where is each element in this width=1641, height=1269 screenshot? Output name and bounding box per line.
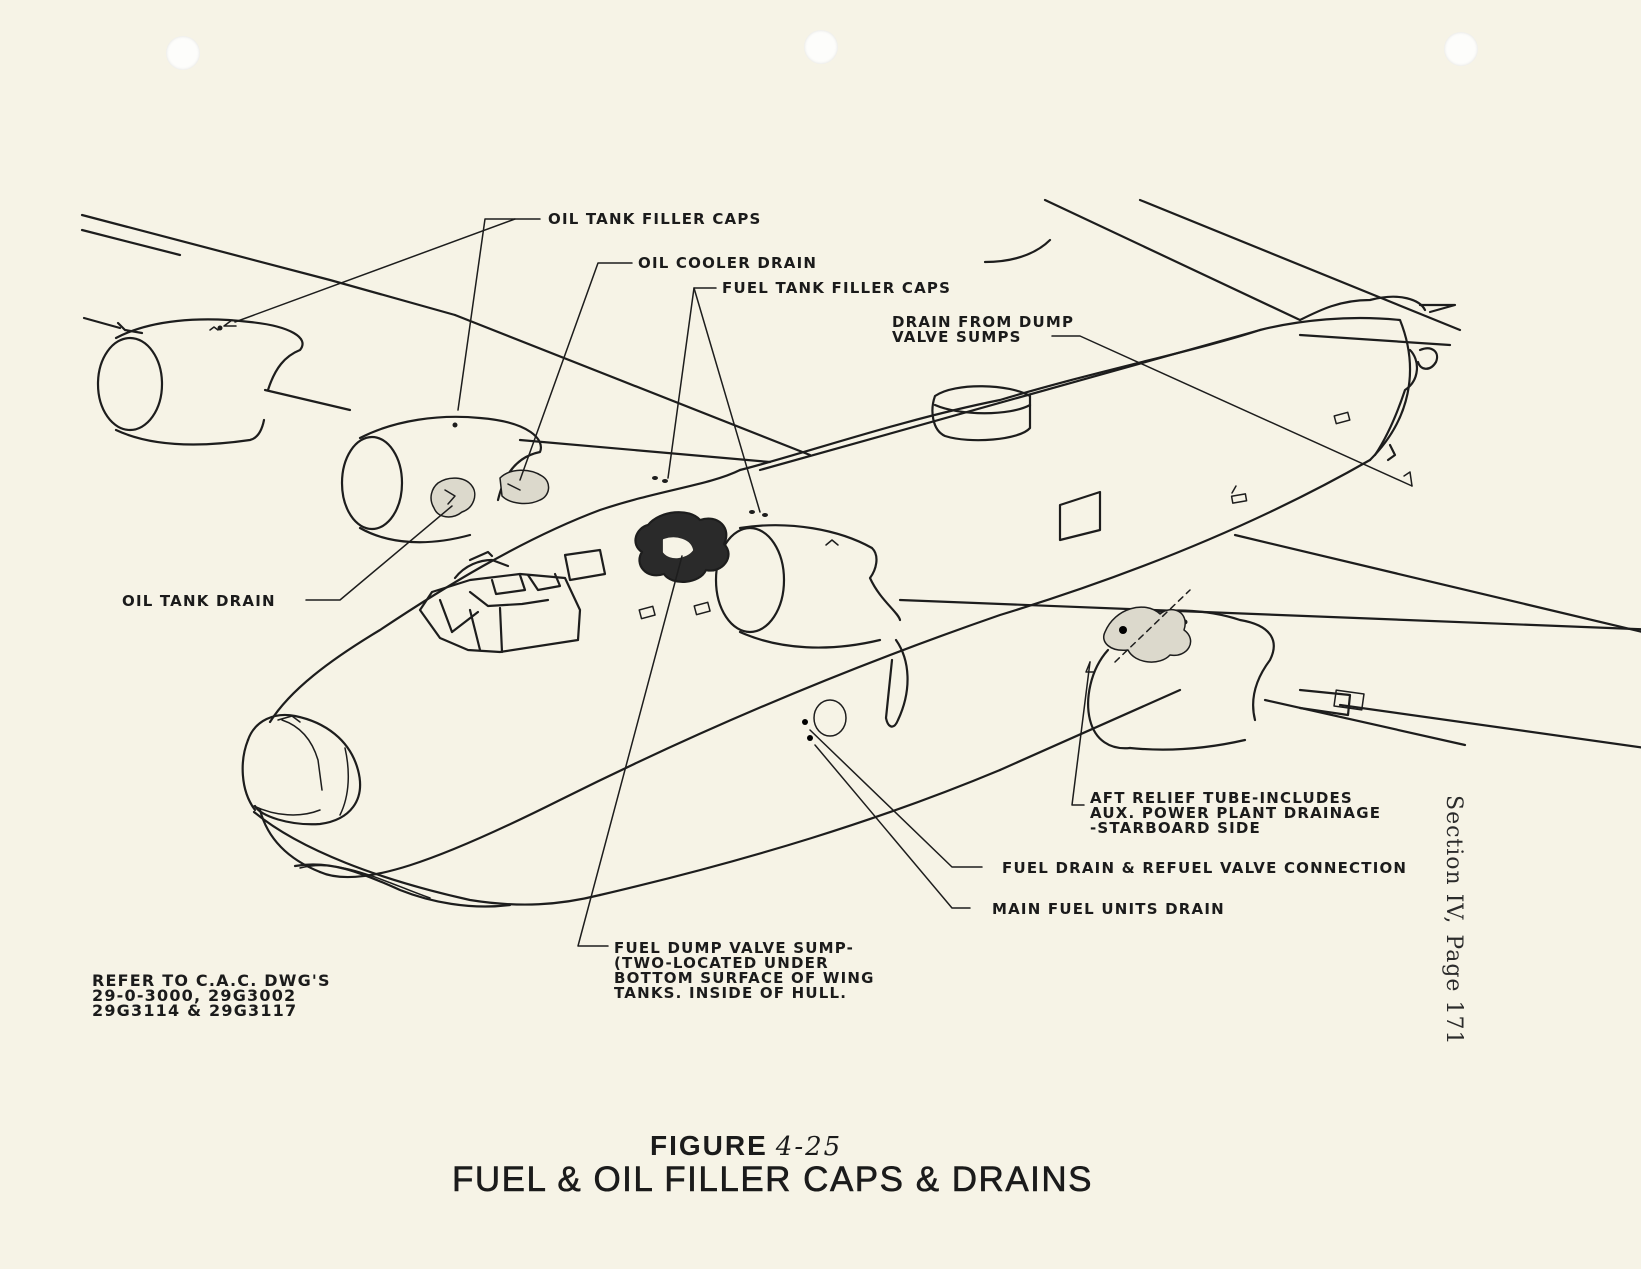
- starboard-inner-engine: [714, 524, 909, 728]
- label-oil-tank-drain: OIL TANK DRAIN: [122, 592, 276, 610]
- label-fuel-dump-valve-sump: FUEL DUMP VALVE SUMP- (TWO-LOCATED UNDER…: [614, 941, 875, 1001]
- label-line: BOTTOM SURFACE OF WING: [614, 969, 875, 987]
- label-line: VALVE SUMPS: [892, 328, 1022, 346]
- label-fuel-drain-refuel-valve: FUEL DRAIN & REFUEL VALVE CONNECTION: [1002, 859, 1408, 877]
- label-main-fuel-units-drain: MAIN FUEL UNITS DRAIN: [992, 900, 1225, 918]
- binder-hole-center: [804, 30, 838, 64]
- fuel-dump-cloud: [634, 511, 730, 583]
- label-aft-relief-tube: AFT RELIEF TUBE-INCLUDES AUX. POWER PLAN…: [1090, 791, 1381, 836]
- port-outer-engine: [96, 318, 304, 446]
- label-fuel-tank-filler-caps: FUEL TANK FILLER CAPS: [722, 279, 952, 297]
- cockpit-canopy: [418, 548, 711, 654]
- label-line: AUX. POWER PLANT DRAINAGE: [1090, 804, 1382, 822]
- section-label: Section IV,: [1441, 795, 1466, 925]
- binder-hole-right: [1444, 32, 1478, 66]
- binder-hole-left: [166, 36, 200, 70]
- label-line: DRAIN FROM DUMP: [892, 313, 1075, 331]
- port-wing: [80, 213, 812, 464]
- label-oil-tank-filler-caps: OIL TANK FILLER CAPS: [548, 210, 762, 228]
- figure-title: FUEL & OIL FILLER CAPS & DRAINS: [452, 1160, 1094, 1200]
- nose-turret: [246, 713, 362, 826]
- hull: [241, 316, 1412, 908]
- label-line: AFT RELIEF TUBE-INCLUDES: [1090, 789, 1353, 807]
- reference-drawings-note: REFER TO C.A.C. DWG'S 29-0-3000, 29G3002…: [92, 971, 331, 1020]
- tail: [983, 198, 1462, 462]
- filler-cap-markers: [652, 476, 847, 741]
- label-line: (TWO-LOCATED UNDER: [614, 954, 829, 972]
- label-line: TANKS. INSIDE OF HULL.: [614, 984, 848, 1002]
- starboard-wing: [758, 328, 1641, 749]
- reference-line: REFER TO C.A.C. DWG'S: [92, 971, 331, 990]
- label-drain-from-dump-valve-sumps: DRAIN FROM DUMP VALVE SUMPS: [892, 315, 1074, 345]
- page-label: Page 171: [1441, 934, 1466, 1046]
- reference-line: 29G3114 & 29G3117: [92, 1001, 298, 1020]
- reference-line: 29-0-3000, 29G3002: [92, 986, 297, 1005]
- label-line: FUEL DUMP VALVE SUMP-: [614, 939, 855, 957]
- label-line: -STARBOARD SIDE: [1090, 819, 1261, 837]
- figure-word: FIGURE: [650, 1130, 768, 1161]
- dorsal-fairing: [931, 385, 1032, 442]
- figure-number: 4-25: [775, 1132, 843, 1162]
- port-inner-engine: [340, 415, 550, 544]
- starboard-outer-engine: [1087, 606, 1365, 751]
- leader-lines: [223, 218, 1413, 947]
- section-page-margin: Section IV, Page 171: [1441, 795, 1466, 1055]
- label-oil-cooler-drain: OIL COOLER DRAIN: [638, 254, 818, 272]
